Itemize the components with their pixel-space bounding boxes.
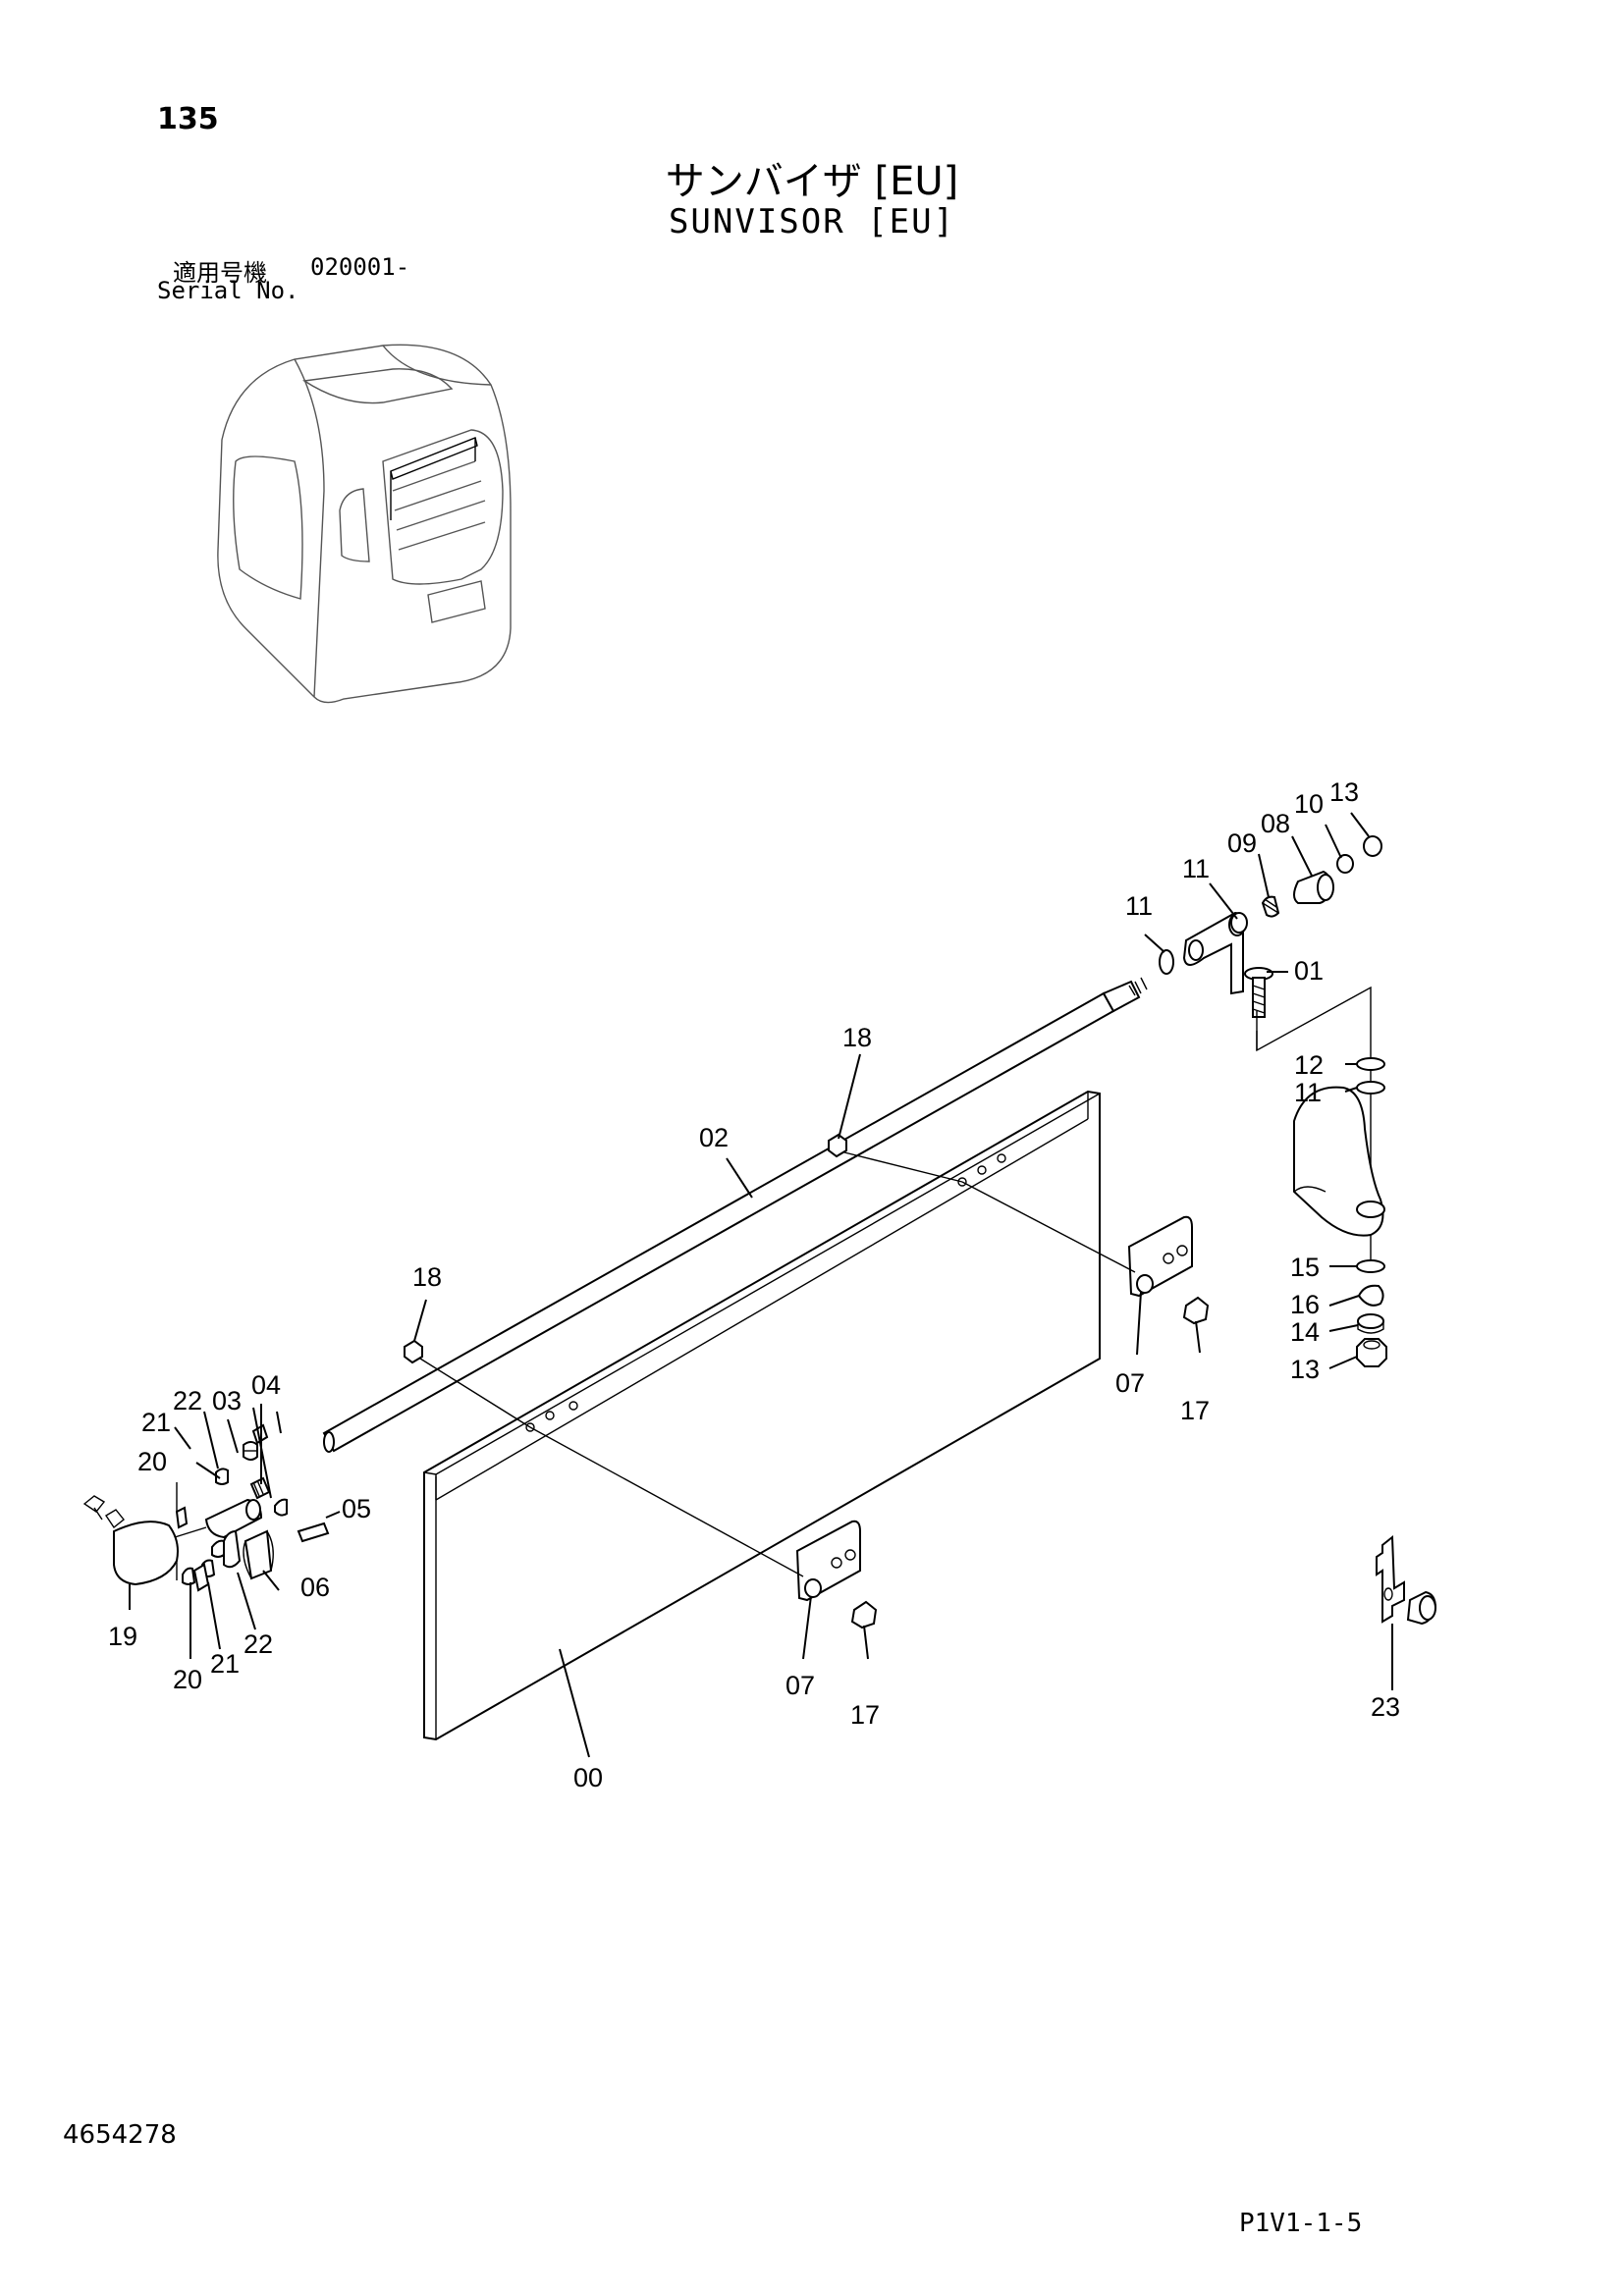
serial-value: 020001- bbox=[310, 253, 410, 281]
callout-17: 17 bbox=[1180, 1396, 1210, 1425]
callout-01: 01 bbox=[1294, 956, 1324, 986]
leader-line bbox=[529, 1426, 804, 1577]
hinge-plate-left bbox=[795, 1520, 878, 1660]
callout-04: 04 bbox=[251, 1370, 281, 1400]
sunvisor-panel bbox=[423, 1090, 1101, 1741]
callout-labels: 13 10 08 09 11 11 01 18 02 12 11 15 16 1… bbox=[108, 777, 1400, 1792]
callout-08: 08 bbox=[1261, 809, 1290, 838]
callout-07: 07 bbox=[785, 1671, 815, 1700]
callout-18: 18 bbox=[842, 1023, 872, 1052]
callout-09: 09 bbox=[1227, 828, 1257, 858]
page-title-en: SUNVISOR [EU] bbox=[668, 202, 956, 241]
callout-23: 23 bbox=[1371, 1692, 1400, 1722]
leader-line bbox=[843, 1151, 963, 1183]
callout-15: 15 bbox=[1290, 1253, 1320, 1282]
callout-16: 16 bbox=[1290, 1290, 1320, 1319]
callout-11: 11 bbox=[1125, 891, 1153, 921]
hinge-plate-right bbox=[1127, 1215, 1210, 1354]
callout-22: 22 bbox=[244, 1629, 273, 1659]
callout-06: 06 bbox=[300, 1573, 330, 1602]
callout-19: 19 bbox=[108, 1622, 137, 1651]
cab-overview-illustration bbox=[217, 344, 512, 704]
callout-20: 20 bbox=[173, 1665, 202, 1694]
page-code: P1V1-1-5 bbox=[1239, 2209, 1363, 2238]
upper-bracket-assembly bbox=[1159, 835, 1382, 1266]
callout-leaders bbox=[129, 812, 1393, 1758]
right-mount-stack bbox=[1293, 1057, 1387, 1367]
serial-label-jp: 適用号機 bbox=[173, 259, 267, 287]
nut-lower bbox=[404, 1339, 423, 1364]
page-title-jp: サンバイザ [EU] bbox=[665, 159, 959, 204]
callout-17: 17 bbox=[850, 1700, 880, 1730]
callout-21: 21 bbox=[210, 1649, 240, 1679]
callout-21: 21 bbox=[141, 1408, 171, 1437]
callout-12: 12 bbox=[1294, 1050, 1324, 1080]
separate-bracket-23 bbox=[1376, 1534, 1437, 1626]
page-number: 135 bbox=[157, 102, 219, 136]
callout-13: 13 bbox=[1290, 1355, 1320, 1384]
callout-07: 07 bbox=[1115, 1368, 1145, 1398]
left-knob-assembly bbox=[82, 1423, 330, 1592]
callout-05: 05 bbox=[342, 1494, 371, 1523]
callout-02: 02 bbox=[699, 1123, 729, 1152]
callout-00: 00 bbox=[573, 1763, 603, 1792]
callout-13: 13 bbox=[1329, 777, 1359, 807]
document-number: 4654278 bbox=[63, 2120, 177, 2150]
callout-20: 20 bbox=[137, 1447, 167, 1476]
serial-label-en: Serial No. bbox=[157, 277, 299, 304]
callout-11: 11 bbox=[1182, 854, 1210, 883]
callout-14: 14 bbox=[1290, 1317, 1320, 1347]
callout-11: 11 bbox=[1294, 1078, 1322, 1107]
callout-10: 10 bbox=[1294, 789, 1324, 819]
leader-line bbox=[961, 1181, 1136, 1273]
callout-03: 03 bbox=[212, 1386, 242, 1415]
callout-22: 22 bbox=[173, 1386, 202, 1415]
leader-line bbox=[419, 1358, 531, 1428]
nut-upper bbox=[828, 1133, 847, 1158]
callout-18: 18 bbox=[412, 1262, 442, 1292]
